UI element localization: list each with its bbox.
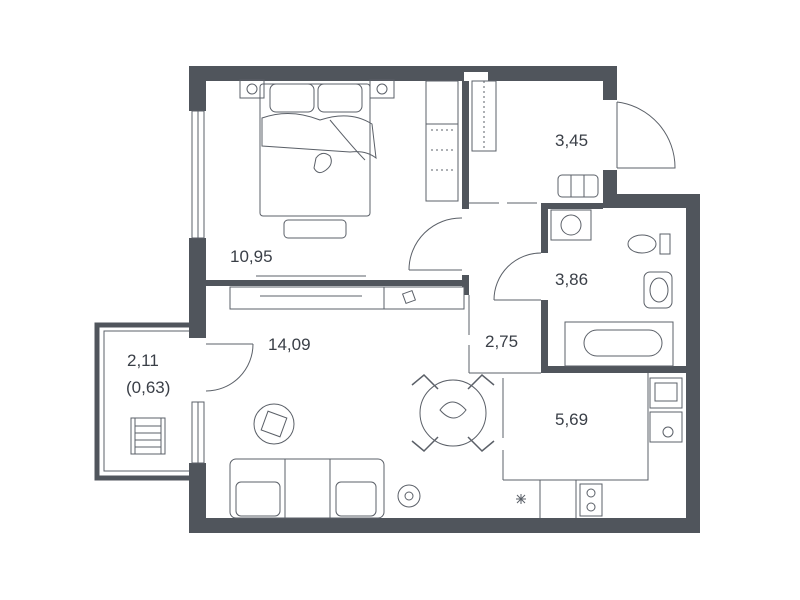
floor-lamp-icon bbox=[397, 484, 421, 508]
balcony-chair-icon bbox=[130, 417, 166, 455]
rug-icon bbox=[253, 403, 295, 445]
kitchen-counter bbox=[503, 373, 649, 518]
partition-lines bbox=[468, 202, 541, 480]
wall-top-bedroom bbox=[189, 66, 464, 81]
bench-icon bbox=[283, 219, 347, 239]
kitchen-sink-icon bbox=[649, 377, 683, 409]
toilet-icon bbox=[627, 233, 671, 255]
wall-bottom bbox=[189, 518, 700, 533]
wall-top-hall-stub bbox=[464, 66, 488, 72]
hallway-area-label: 2,75 bbox=[485, 332, 518, 351]
balcony bbox=[94, 322, 189, 481]
bed-icon bbox=[259, 83, 377, 217]
nightstand-icon bbox=[239, 79, 395, 99]
living-room-area-label: 14,09 bbox=[268, 335, 311, 354]
walls bbox=[189, 66, 700, 533]
bathtub-icon bbox=[564, 321, 674, 367]
wall-right-wardrobe bbox=[603, 66, 617, 100]
kitchen-area-label: 5,69 bbox=[555, 410, 588, 429]
fridge-icon bbox=[516, 494, 526, 504]
wardrobe-icon bbox=[425, 80, 497, 202]
interior-walls bbox=[206, 81, 686, 373]
balcony-area-label: 2,11 bbox=[127, 351, 159, 370]
wall-right-main bbox=[686, 194, 700, 533]
bedroom-area-label: 10,95 bbox=[230, 247, 273, 266]
wall-left-top bbox=[189, 66, 206, 111]
door-icon bbox=[205, 101, 676, 392]
wall-left-low bbox=[189, 463, 206, 533]
wall-right-wardrobe-low bbox=[603, 170, 617, 198]
dining-table-icon bbox=[419, 379, 487, 447]
washing-machine-icon bbox=[550, 174, 599, 241]
bathroom-area-label: 3,86 bbox=[555, 270, 588, 289]
wall-top-wardrobe bbox=[488, 66, 617, 81]
chair-icon bbox=[411, 373, 495, 453]
area-labels: 10,95 3,45 3,86 14,09 2,75 5,69 2,11 (0,… bbox=[126, 131, 588, 429]
sofa-icon bbox=[229, 458, 385, 519]
stove-icon bbox=[579, 411, 683, 517]
wall-top-bath bbox=[603, 194, 700, 208]
wardrobe-area-label: 3,45 bbox=[555, 131, 588, 150]
sink-icon bbox=[643, 271, 673, 309]
balcony-reduced-area-label: (0,63) bbox=[126, 378, 170, 397]
wall-left-mid bbox=[189, 238, 206, 338]
window-icon bbox=[191, 110, 205, 464]
balcony-railing bbox=[94, 322, 189, 481]
tv-stand-icon bbox=[229, 275, 465, 310]
